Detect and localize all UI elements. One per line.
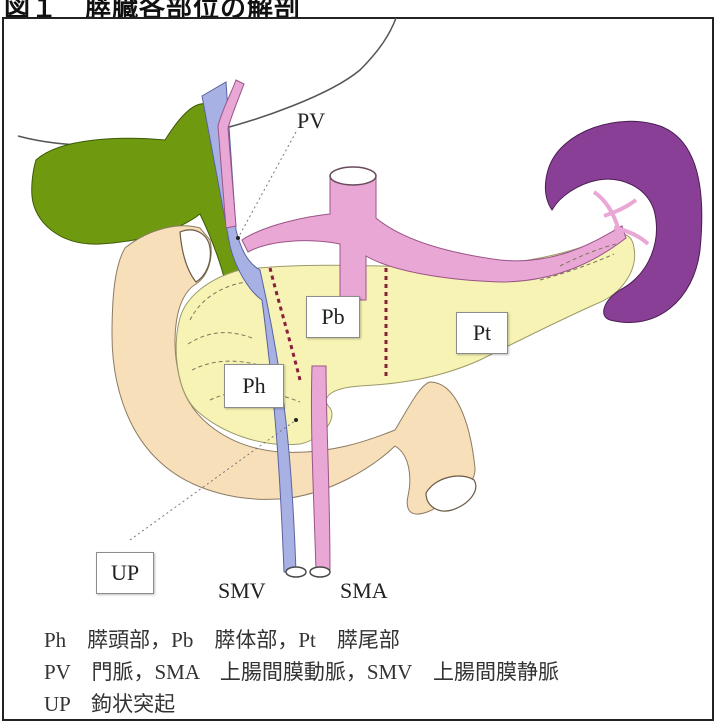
legend-line-1: Ph 膵頭部，Pb 膵体部，Pt 膵尾部 bbox=[44, 624, 714, 656]
pv-leader-point bbox=[236, 236, 240, 240]
up-label: UP bbox=[96, 552, 154, 594]
smv-label: SMV bbox=[218, 578, 266, 604]
pb-label: Pb bbox=[306, 296, 360, 338]
pt-label: Pt bbox=[456, 312, 508, 354]
legend-line-3: UP 鉤状突起 bbox=[44, 688, 714, 720]
sma-end bbox=[310, 567, 330, 577]
aorta-lumen bbox=[330, 167, 376, 185]
pv-label: PV bbox=[297, 108, 325, 134]
up-leader-point bbox=[294, 418, 298, 422]
legend-line-2: PV 門脈，SMA 上腸間膜動脈，SMV 上腸間膜静脈 bbox=[44, 656, 714, 688]
legend: Ph 膵頭部，Pb 膵体部，Pt 膵尾部 PV 門脈，SMA 上腸間膜動脈，SM… bbox=[44, 624, 714, 720]
smv-end bbox=[286, 567, 306, 577]
ph-label: Ph bbox=[224, 364, 284, 408]
sma-label: SMA bbox=[340, 578, 388, 604]
